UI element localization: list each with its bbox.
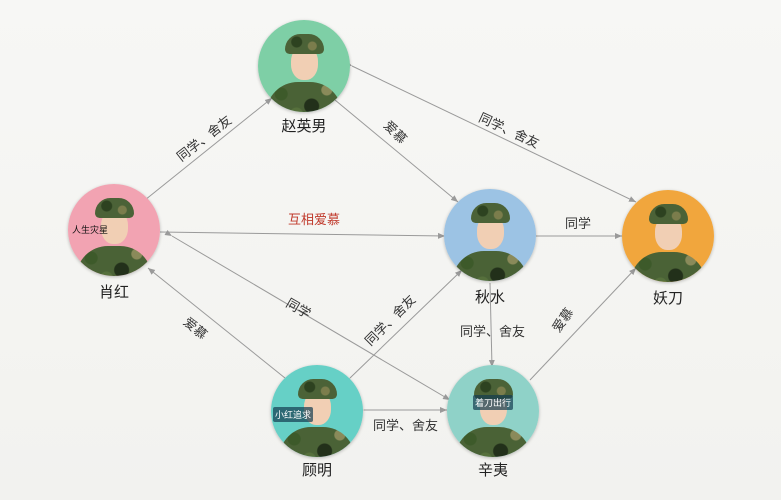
node-xiao[interactable]: 人生灾星 肖红 [68,184,160,301]
node-name: 肖红 [98,283,129,301]
avatar [444,189,536,281]
edge-label-gu-xin: 同学、舍友 [373,419,439,434]
edge-line-xin-yao [529,267,637,381]
cap-shape [285,34,324,54]
avatar: 小红追求 [271,365,363,457]
node-zhao[interactable]: 赵英男 [258,20,350,135]
avatar [622,190,714,282]
edge-line-gu-xiao [147,267,286,379]
edge-line-qiu-xin [488,282,495,368]
avatar-badge-text: 着刀出行 [473,395,514,410]
avatar: 人生灾星 [68,184,160,276]
avatar-badge-text: 小红追求 [273,407,314,422]
node-name: 赵英男 [281,117,327,135]
cap-shape [474,379,513,399]
cap-shape [649,204,688,224]
avatar: 着刀出行 [447,365,539,457]
node-qiu[interactable]: 秋水 [444,189,536,306]
edge-line-xiao-qiu [152,228,446,239]
edge-label-qiu-xin: 同学、舍友 [460,325,526,340]
cap-shape [298,379,337,399]
node-name: 辛夷 [477,461,508,479]
edge-label-xiao-qiu: 互相爱慕 [288,213,341,228]
node-name: 秋水 [474,288,505,306]
cap-shape [95,198,134,218]
node-xin[interactable]: 着刀出行 辛夷 [447,365,539,479]
node-name: 顾明 [301,461,332,479]
edge-line-zhao-yao [344,60,637,203]
edge-line-gu-qiu [342,269,463,386]
avatar [258,20,350,112]
edge-label-qiu-yao: 同学 [565,217,592,232]
uniform-shape [76,246,152,276]
edge-line-xiao-zhao [137,97,273,207]
node-gu[interactable]: 小红追求 顾明 [271,365,363,479]
avatar-badge-text: 人生灾星 [72,226,109,236]
edge-line-zhao-qiu [334,99,459,203]
node-name: 妖刀 [652,289,683,307]
cap-shape [471,203,510,223]
node-yao[interactable]: 妖刀 [622,190,714,307]
